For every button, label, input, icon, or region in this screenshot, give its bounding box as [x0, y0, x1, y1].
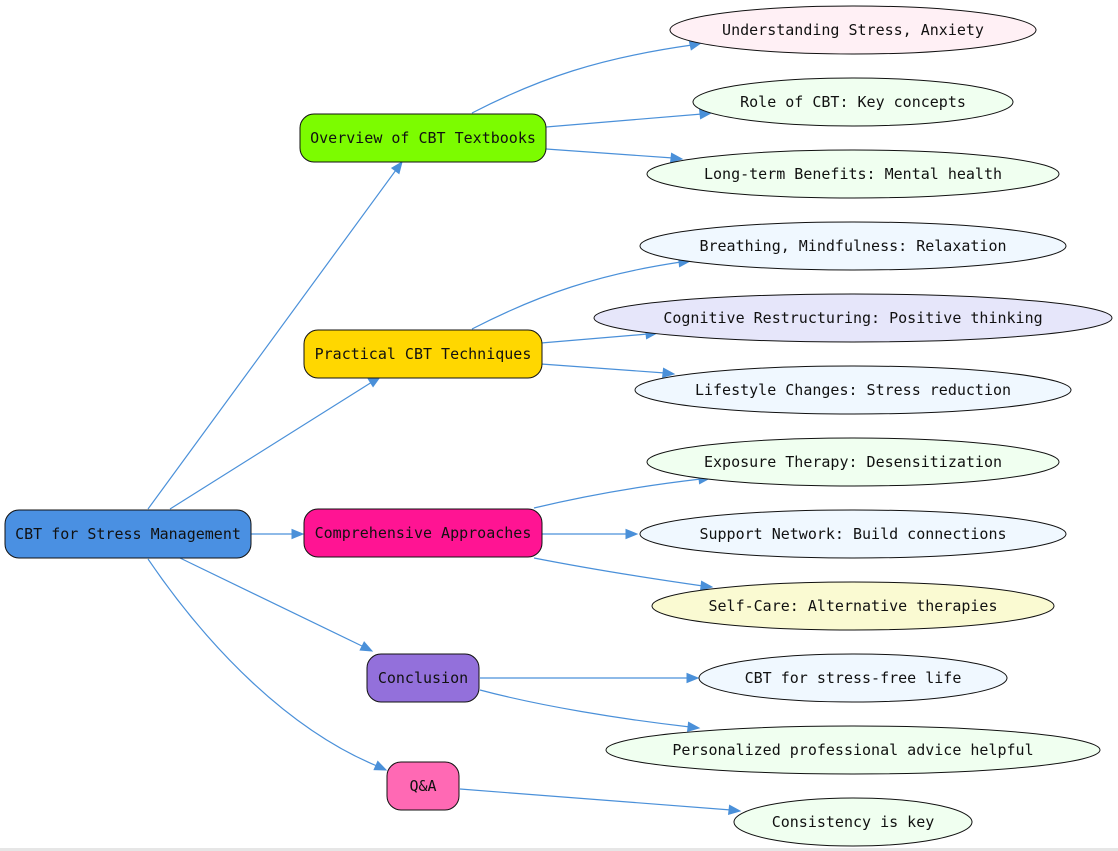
node-label: Exposure Therapy: Desensitization — [704, 453, 1002, 471]
node-label: Lifestyle Changes: Stress reduction — [695, 381, 1011, 399]
edge-comprehensive-to-selfcare — [533, 557, 714, 591]
edge-line — [533, 478, 702, 509]
edge-comprehensive-to-exposure — [533, 474, 712, 509]
node-conclusion: Conclusion — [366, 653, 480, 703]
node-cognitive: Cognitive Restructuring: Positive thinki… — [593, 293, 1113, 343]
node-ellipse — [651, 581, 1055, 631]
edge-qa-to-consistency — [459, 788, 742, 815]
edge-line — [179, 557, 365, 648]
edge-line — [147, 558, 378, 767]
node-qa: Q&A — [386, 761, 460, 811]
edge-arrowhead — [390, 160, 403, 175]
edge-arrowhead — [359, 641, 374, 652]
node-ellipse — [692, 77, 1014, 127]
nodes-layer: CBT for Stress Management Overview of CBT… — [4, 5, 1113, 847]
node-overview: Overview of CBT Textbooks — [299, 113, 547, 163]
edge-line — [479, 689, 691, 728]
edge-conclusion-to-stressfree — [480, 672, 700, 684]
node-ellipse — [669, 5, 1037, 55]
node-label: Personalized professional advice helpful — [672, 741, 1033, 759]
node-label: Self-Care: Alternative therapies — [709, 597, 998, 615]
node-stress: Understanding Stress, Anxiety — [669, 5, 1037, 55]
edge-arrowhead — [686, 721, 701, 732]
node-ellipse — [639, 221, 1067, 271]
node-lifestyle: Lifestyle Changes: Stress reduction — [634, 365, 1072, 415]
edge-line — [459, 788, 732, 811]
edge-comprehensive-to-support — [542, 528, 639, 540]
node-ellipse — [646, 437, 1060, 487]
node-ellipse — [593, 293, 1113, 343]
node-ellipse — [646, 149, 1060, 199]
node-breathing: Breathing, Mindfulness: Relaxation — [639, 221, 1067, 271]
node-comprehensive: Comprehensive Approaches — [303, 508, 543, 558]
node-label: Practical CBT Techniques — [315, 345, 532, 363]
node-personalized: Personalized professional advice helpful — [605, 725, 1101, 775]
edge-root-to-overview — [147, 160, 403, 510]
node-ellipse — [733, 797, 973, 847]
node-box — [4, 509, 252, 559]
node-label: Consistency is key — [772, 813, 935, 831]
node-ellipse — [639, 509, 1067, 559]
edge-arrowhead — [686, 672, 700, 684]
node-role: Role of CBT: Key concepts — [692, 77, 1014, 127]
edge-line — [147, 169, 397, 510]
edge-overview-to-longterm — [545, 148, 684, 163]
edge-line — [169, 381, 373, 510]
node-consistency: Consistency is key — [733, 797, 973, 847]
edge-overview-to-role — [545, 109, 713, 128]
node-label: Comprehensive Approaches — [315, 524, 532, 542]
node-label: Understanding Stress, Anxiety — [722, 21, 984, 39]
node-label: Conclusion — [378, 669, 468, 687]
node-box — [366, 653, 480, 703]
node-support: Support Network: Build connections — [639, 509, 1067, 559]
node-label: Long-term Benefits: Mental health — [704, 165, 1002, 183]
node-label: CBT for stress-free life — [745, 669, 962, 687]
node-stressfree: CBT for stress-free life — [698, 653, 1008, 703]
edge-line — [471, 44, 693, 114]
edge-line — [540, 333, 649, 344]
node-exposure: Exposure Therapy: Desensitization — [646, 437, 1060, 487]
node-ellipse — [634, 365, 1072, 415]
node-label: Cognitive Restructuring: Positive thinki… — [663, 309, 1042, 327]
node-label: Support Network: Build connections — [699, 525, 1006, 543]
edge-arrowhead — [699, 580, 714, 591]
edge-overview-to-stress — [471, 40, 703, 114]
edge-arrowhead — [661, 367, 676, 378]
edge-arrowhead — [291, 528, 305, 540]
edge-arrowhead — [373, 760, 388, 771]
node-box — [386, 761, 460, 811]
node-practical: Practical CBT Techniques — [303, 329, 543, 379]
edge-line — [471, 261, 682, 330]
node-box — [303, 508, 543, 558]
node-box — [299, 113, 547, 163]
node-label: Q&A — [409, 777, 436, 795]
node-box — [303, 329, 543, 379]
edge-line — [545, 113, 703, 128]
edge-conclusion-to-personalized — [479, 689, 701, 732]
node-label: Role of CBT: Key concepts — [740, 93, 966, 111]
edge-root-to-comprehensive — [251, 528, 305, 540]
edge-arrowhead — [669, 152, 684, 163]
bottom-divider — [0, 848, 1118, 851]
edge-line — [545, 148, 674, 159]
edge-root-to-qa — [147, 558, 388, 771]
edge-arrowhead — [727, 804, 742, 815]
node-ellipse — [605, 725, 1101, 775]
node-selfcare: Self-Care: Alternative therapies — [651, 581, 1055, 631]
node-label: CBT for Stress Management — [15, 525, 241, 543]
edge-root-to-practical — [169, 376, 382, 510]
edge-root-to-conclusion — [179, 557, 374, 652]
node-longterm: Long-term Benefits: Mental health — [646, 149, 1060, 199]
edge-practical-to-lifestyle — [540, 363, 676, 378]
edge-arrowhead — [625, 528, 639, 540]
edge-line — [533, 557, 704, 587]
edge-line — [540, 363, 666, 374]
node-label: Overview of CBT Textbooks — [310, 129, 536, 147]
node-root: CBT for Stress Management — [4, 509, 252, 559]
node-label: Breathing, Mindfulness: Relaxation — [699, 237, 1006, 255]
edges-layer — [147, 40, 742, 815]
node-ellipse — [698, 653, 1008, 703]
